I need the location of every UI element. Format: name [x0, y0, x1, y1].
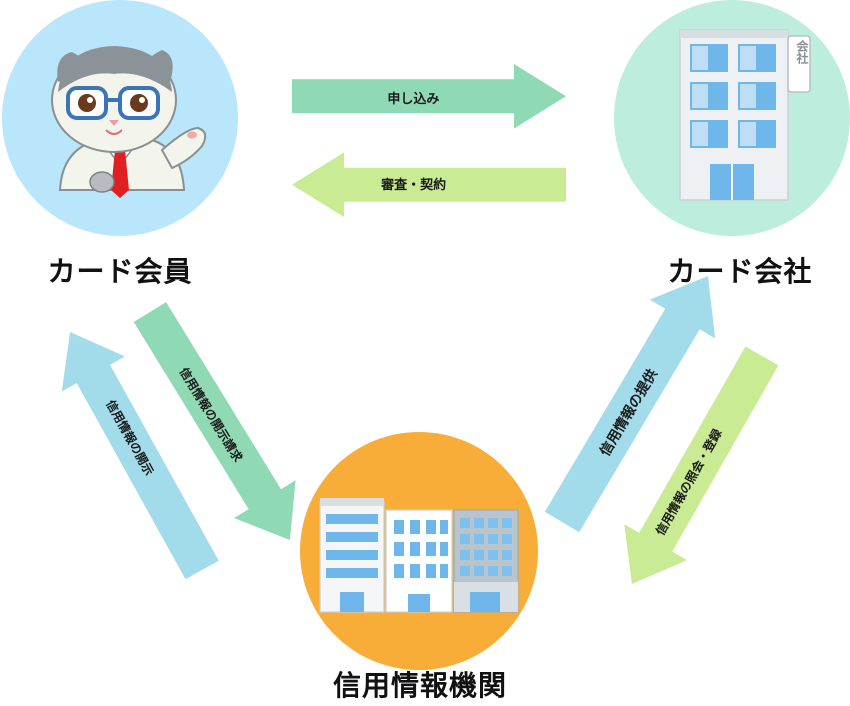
arrow-shape — [292, 63, 566, 129]
bureau-circle — [300, 432, 538, 670]
provide-arrow: 信用情報の提供 — [544, 276, 716, 533]
arrow-shape — [61, 331, 219, 580]
arrow-body — [544, 276, 716, 533]
arrow-body — [61, 331, 219, 580]
member-label: カード会員 — [47, 255, 193, 288]
arrow-body — [292, 63, 566, 129]
arrow-body — [292, 152, 566, 218]
disclosure-arrow: 信用情報の開示 — [61, 331, 219, 580]
member-circle — [2, 0, 238, 236]
inquiry-arrow: 信用情報の照会・登録 — [624, 346, 779, 584]
company-sign: 会社 — [795, 40, 809, 64]
company-circle: 会社 — [614, 0, 850, 236]
bureau-buildings-icon — [319, 498, 519, 613]
cat-mascot-icon — [51, 46, 207, 198]
company-label: カード会社 — [667, 255, 813, 288]
office-building-icon — [679, 29, 811, 201]
disclosure-request-arrow: 信用情報の開示請求 — [133, 302, 296, 541]
arrow-shape — [133, 302, 296, 541]
arrow-shape — [624, 346, 779, 584]
bureau-label: 信用情報機関 — [332, 669, 508, 702]
arrow-body — [624, 346, 779, 584]
arrow-shape — [292, 152, 566, 218]
arrow-shape — [544, 276, 716, 533]
arrow-body — [133, 302, 296, 541]
arrow-label: 申し込み — [387, 91, 440, 107]
arrow-label: 審査・契約 — [380, 178, 446, 194]
